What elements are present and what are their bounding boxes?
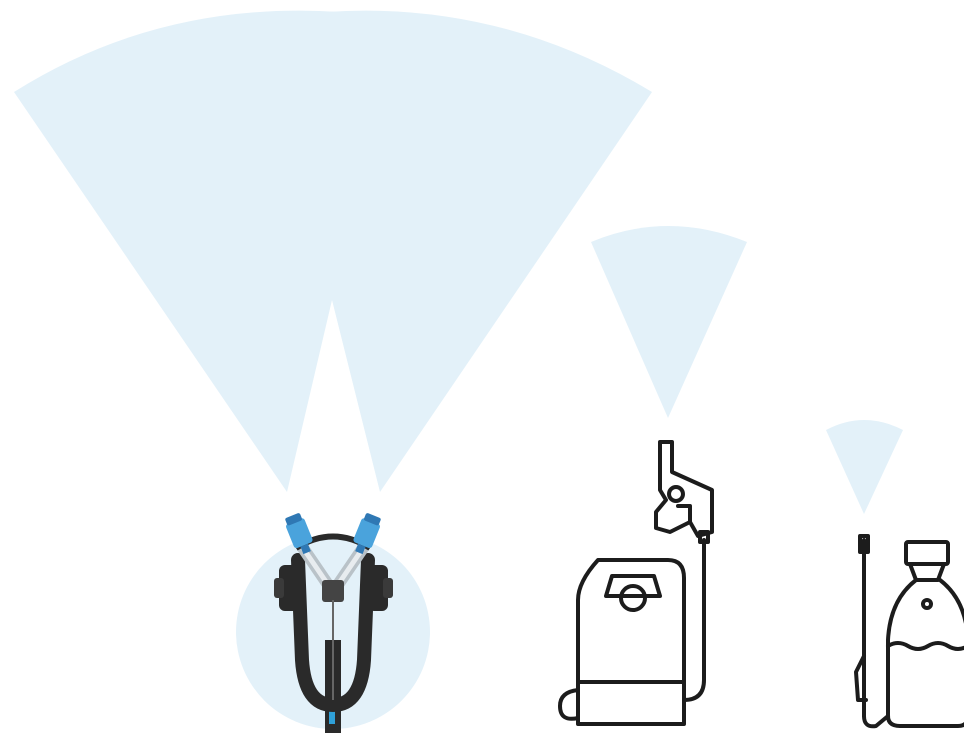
left-spray-fan <box>14 11 340 492</box>
backpack-sprayer-icon <box>560 442 712 724</box>
wide-spray-pattern <box>14 11 652 492</box>
narrow-spray-cone <box>826 420 903 514</box>
medium-spray-cone <box>591 226 747 418</box>
pump-sprayer-icon <box>856 536 964 726</box>
